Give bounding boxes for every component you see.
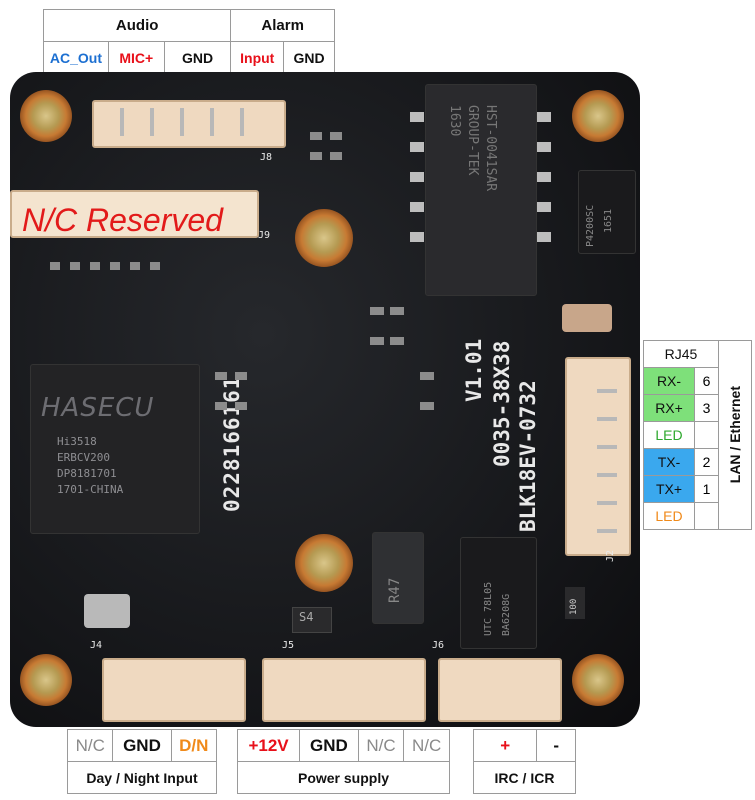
model-text-1: V1.01 bbox=[462, 338, 486, 402]
transformer-marking-2: GROUP-TEK bbox=[465, 105, 480, 176]
rj45-pin-6: 6 bbox=[694, 367, 719, 395]
rj45-row: TX+ 1 bbox=[643, 475, 752, 503]
lan-ethernet-cell: LAN / Ethernet bbox=[718, 340, 752, 530]
rj45-pin-empty bbox=[694, 502, 719, 530]
transformer-marking-3: 1630 bbox=[447, 105, 462, 137]
transformer-marking-1: HST-0041SAR bbox=[483, 105, 498, 192]
hasecu-logo-text: HASECU bbox=[41, 393, 155, 423]
power-supply-table: +12V GND N/C N/C Power supply bbox=[236, 729, 450, 794]
j8-label: J8 bbox=[260, 152, 273, 163]
audio-gnd-label: GND bbox=[163, 41, 232, 75]
power-pin-gnd: GND bbox=[299, 729, 359, 762]
ircut-table: + - IRC / ICR bbox=[472, 729, 576, 794]
power-pin-12v: +12V bbox=[236, 729, 301, 762]
mounting-hole-bottom-right bbox=[572, 654, 624, 706]
mounting-hole-top-right bbox=[572, 90, 624, 142]
power-pin-nc-1: N/C bbox=[357, 729, 405, 762]
mounting-hole-top-left bbox=[20, 90, 72, 142]
rj45-led-orange: LED bbox=[643, 502, 695, 530]
rj45-row: TX- 2 bbox=[643, 448, 752, 476]
soc-marking-4: 1701-CHINA bbox=[57, 483, 124, 496]
center-hole-top bbox=[295, 209, 353, 267]
alarm-title: Alarm bbox=[230, 9, 335, 42]
j2-label: J2 bbox=[605, 549, 616, 562]
ceramic-capacitor bbox=[562, 304, 612, 332]
ircut-pin-minus: - bbox=[536, 729, 576, 762]
audio-alarm-table: Audio Alarm AC_Out MIC+ GND Input GND bbox=[42, 9, 335, 75]
audio-mic-label: MIC+ bbox=[107, 41, 165, 75]
regulator-chip: P4200SC 1651 bbox=[578, 170, 636, 254]
soc-marking-2: ERBCV200 bbox=[57, 451, 110, 464]
rj45-row: LED bbox=[643, 502, 752, 530]
j2-connector bbox=[565, 357, 631, 556]
nc-reserved-label: N/C Reserved bbox=[22, 202, 223, 238]
resistor-100: 100 bbox=[565, 587, 585, 619]
lan-ethernet-label: LAN / Ethernet bbox=[727, 386, 743, 484]
motor-driver-marking-1: UTC 78L05 bbox=[483, 581, 494, 636]
j5-label: J5 bbox=[282, 640, 295, 651]
motor-driver-chip: UTC 78L05 BA6208G bbox=[460, 537, 537, 649]
alarm-input-label: Input bbox=[230, 41, 285, 75]
soc-marking-1: Hi3518 bbox=[57, 435, 97, 448]
soc-marking-3: DP8181701 bbox=[57, 467, 117, 480]
mounting-hole-bottom-left bbox=[20, 654, 72, 706]
audio-ac-out-label: AC_Out bbox=[43, 41, 109, 75]
day-night-table: N/C GND D/N Day / Night Input bbox=[66, 729, 218, 794]
dn-pin-nc: N/C bbox=[66, 729, 114, 762]
small-diode: S4 bbox=[292, 607, 332, 633]
center-hole-bottom bbox=[295, 534, 353, 592]
rj45-row: LED bbox=[643, 421, 752, 449]
rj45-pin-2: 2 bbox=[694, 448, 719, 476]
model-text-2: 0035-38X38 bbox=[490, 340, 514, 467]
rj45-tx-plus: TX+ bbox=[643, 475, 695, 503]
j4-label: J4 bbox=[90, 640, 103, 651]
ircut-label: IRC / ICR bbox=[473, 761, 576, 794]
j9-connector bbox=[10, 190, 259, 238]
j6-connector bbox=[438, 658, 562, 722]
rj45-pin-3: 3 bbox=[694, 394, 719, 422]
ethernet-transformer: HST-0041SAR GROUP-TEK 1630 bbox=[425, 84, 537, 296]
rj45-rx-plus: RX+ bbox=[643, 394, 695, 422]
j5-connector bbox=[262, 658, 426, 722]
ircut-pin-plus: + bbox=[472, 729, 538, 762]
resistor-marking: 100 bbox=[569, 598, 579, 615]
rj45-table: RJ45 LAN / Ethernet RX- 6 RX+ 3 LED TX- … bbox=[643, 340, 752, 530]
rj45-title: RJ45 bbox=[643, 340, 719, 368]
dn-pin-gnd: GND bbox=[112, 729, 172, 762]
rj45-tx-minus: TX- bbox=[643, 448, 695, 476]
serial-number: 0228166161 bbox=[220, 375, 244, 512]
rj45-rx-minus: RX- bbox=[643, 367, 695, 395]
crystal-oscillator bbox=[84, 594, 130, 628]
j8-connector bbox=[92, 100, 286, 148]
j6-label: J6 bbox=[432, 640, 445, 651]
dn-pin-dn: D/N bbox=[170, 729, 218, 762]
rectifier-diode: R47 bbox=[372, 532, 424, 624]
j9-label: J9 bbox=[258, 230, 271, 241]
alarm-gnd-label: GND bbox=[283, 41, 335, 75]
soc-chip: HASECU Hi3518 ERBCV200 DP8181701 1701-CH… bbox=[30, 364, 200, 534]
camera-board-photo: J8 J9 HASECU Hi3518 ERBCV200 DP8181701 1… bbox=[10, 72, 640, 727]
small-diode-marking: S4 bbox=[299, 610, 314, 624]
diode-marking: R47 bbox=[387, 577, 403, 603]
power-supply-label: Power supply bbox=[237, 761, 450, 794]
regulator-marking-2: 1651 bbox=[603, 208, 614, 233]
rj45-pin-empty bbox=[694, 421, 719, 449]
j4-connector bbox=[102, 658, 246, 722]
regulator-marking-1: P4200SC bbox=[585, 204, 596, 247]
rj45-row: RX- 6 bbox=[643, 367, 752, 395]
audio-title: Audio bbox=[42, 9, 232, 42]
power-pin-nc-2: N/C bbox=[403, 729, 450, 762]
day-night-label: Day / Night Input bbox=[67, 761, 217, 794]
model-text-3: BLK18EV-0732 bbox=[516, 380, 540, 532]
rj45-pin-1: 1 bbox=[694, 475, 719, 503]
rj45-led-green: LED bbox=[643, 421, 695, 449]
motor-driver-marking-2: BA6208G bbox=[501, 593, 512, 636]
